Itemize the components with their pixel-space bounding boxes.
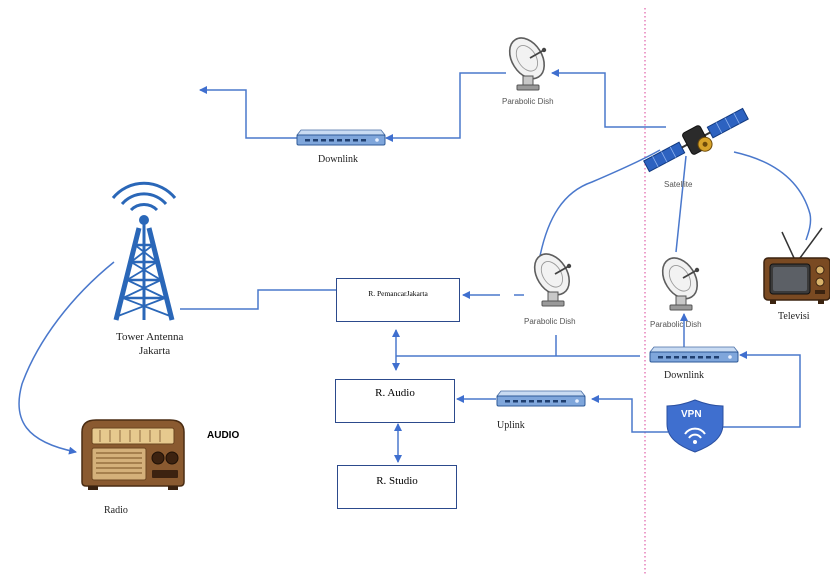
uplink-label: Uplink bbox=[497, 420, 525, 431]
vpn-shield-icon bbox=[666, 399, 724, 453]
connector-satellite-tv bbox=[733, 151, 812, 241]
tower-label-line1: Tower Antenna bbox=[116, 331, 184, 343]
connector-vpn-uplink bbox=[591, 395, 668, 433]
parabolic-dish-mid-icon bbox=[533, 253, 572, 307]
connector-tower-radio bbox=[18, 261, 115, 455]
parabolic-dish-top-icon bbox=[508, 37, 547, 91]
studio-room-box: R. Studio bbox=[337, 465, 457, 509]
tower-label-line2: Jakarta bbox=[139, 345, 171, 357]
pemancar-jakarta-label: R. PemancarJakarta bbox=[368, 289, 428, 298]
parabolic-dish-mid-label: Parabolic Dish bbox=[524, 317, 576, 326]
televisi-label: Televisi bbox=[778, 311, 810, 322]
satellite-icon bbox=[643, 107, 749, 173]
connector-dish-mid-satellite bbox=[539, 149, 661, 257]
connector-vpn-downlink bbox=[722, 351, 801, 428]
parabolic-dish-right-icon bbox=[661, 257, 700, 311]
downlink-top-label: Downlink bbox=[318, 154, 358, 165]
connector-satellite-to-dish bbox=[551, 69, 666, 128]
studio-room-label: R. Studio bbox=[376, 475, 418, 487]
audio-room-label: R. Audio bbox=[375, 387, 415, 399]
tower-antenna-icon bbox=[111, 181, 177, 321]
connector-downlink-out bbox=[199, 86, 298, 139]
parabolic-dish-top-label: Parabolic Dish bbox=[502, 97, 554, 106]
audio-tag-label: AUDIO bbox=[207, 430, 240, 441]
radio-icon bbox=[81, 419, 185, 490]
connector-dish-right-satellite bbox=[675, 155, 687, 253]
connector-pemancar-tower bbox=[180, 289, 336, 310]
television-icon bbox=[763, 227, 830, 304]
downlink-top-device-icon bbox=[296, 129, 386, 146]
vpn-label: VPN bbox=[681, 409, 702, 420]
connector-dish-to-downlink bbox=[385, 72, 506, 142]
radio-label: Radio bbox=[104, 505, 128, 516]
pemancar-jakarta-box: R. PemancarJakarta bbox=[336, 278, 460, 322]
downlink-right-label: Downlink bbox=[664, 370, 704, 381]
parabolic-dish-right-label: Parabolic Dish bbox=[650, 320, 702, 329]
satellite-label: Satellite bbox=[664, 180, 693, 189]
downlink-right-device-icon bbox=[649, 346, 739, 363]
uplink-device-icon bbox=[496, 390, 586, 407]
audio-room-box: R. Audio bbox=[335, 379, 455, 423]
